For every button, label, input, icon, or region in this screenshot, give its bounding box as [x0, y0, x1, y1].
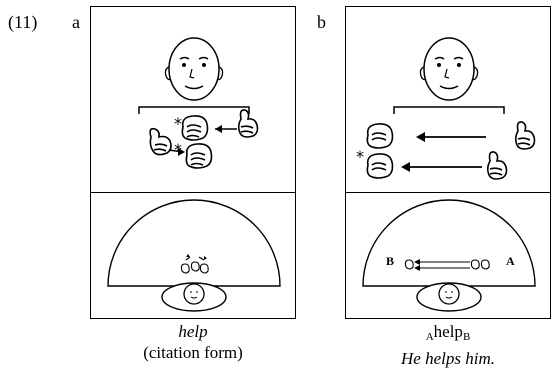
- example-number: (11): [8, 12, 38, 32]
- panel-b-caption: AhelpB He helps him.: [345, 321, 551, 369]
- gloss-help: help: [178, 322, 208, 341]
- gloss-help-main: help: [433, 322, 463, 341]
- subscript-a: A: [425, 331, 434, 343]
- svg-text:*: *: [174, 114, 182, 133]
- signer-figure-b: *: [356, 37, 536, 180]
- svg-text:*: *: [174, 140, 182, 159]
- subscript-b: B: [462, 331, 471, 343]
- panel-b-signing-space-diagram: B A: [346, 193, 550, 318]
- agreement-gloss: AhelpB: [345, 321, 551, 348]
- citation-form-note: (citation form): [143, 343, 243, 362]
- svg-text:*: *: [356, 147, 364, 166]
- panel-b-sign-illustration: *: [346, 7, 550, 193]
- translation: He helps him.: [401, 349, 495, 368]
- panel-a: * *: [90, 6, 296, 319]
- panel-a-sign-illustration: * *: [91, 7, 295, 193]
- panel-a-signing-space-diagram: [91, 193, 295, 318]
- signing-space-b: B A: [362, 199, 536, 312]
- panel-a-letter: a: [72, 12, 80, 32]
- panel-b-letter: b: [317, 12, 326, 32]
- signer-figure-a: * *: [138, 37, 259, 169]
- signing-space-a: [107, 199, 281, 312]
- panel-b: * B A: [345, 6, 551, 319]
- panel-a-caption: help (citation form): [90, 321, 296, 363]
- location-label-a: A: [506, 254, 515, 268]
- location-label-b: B: [386, 254, 394, 268]
